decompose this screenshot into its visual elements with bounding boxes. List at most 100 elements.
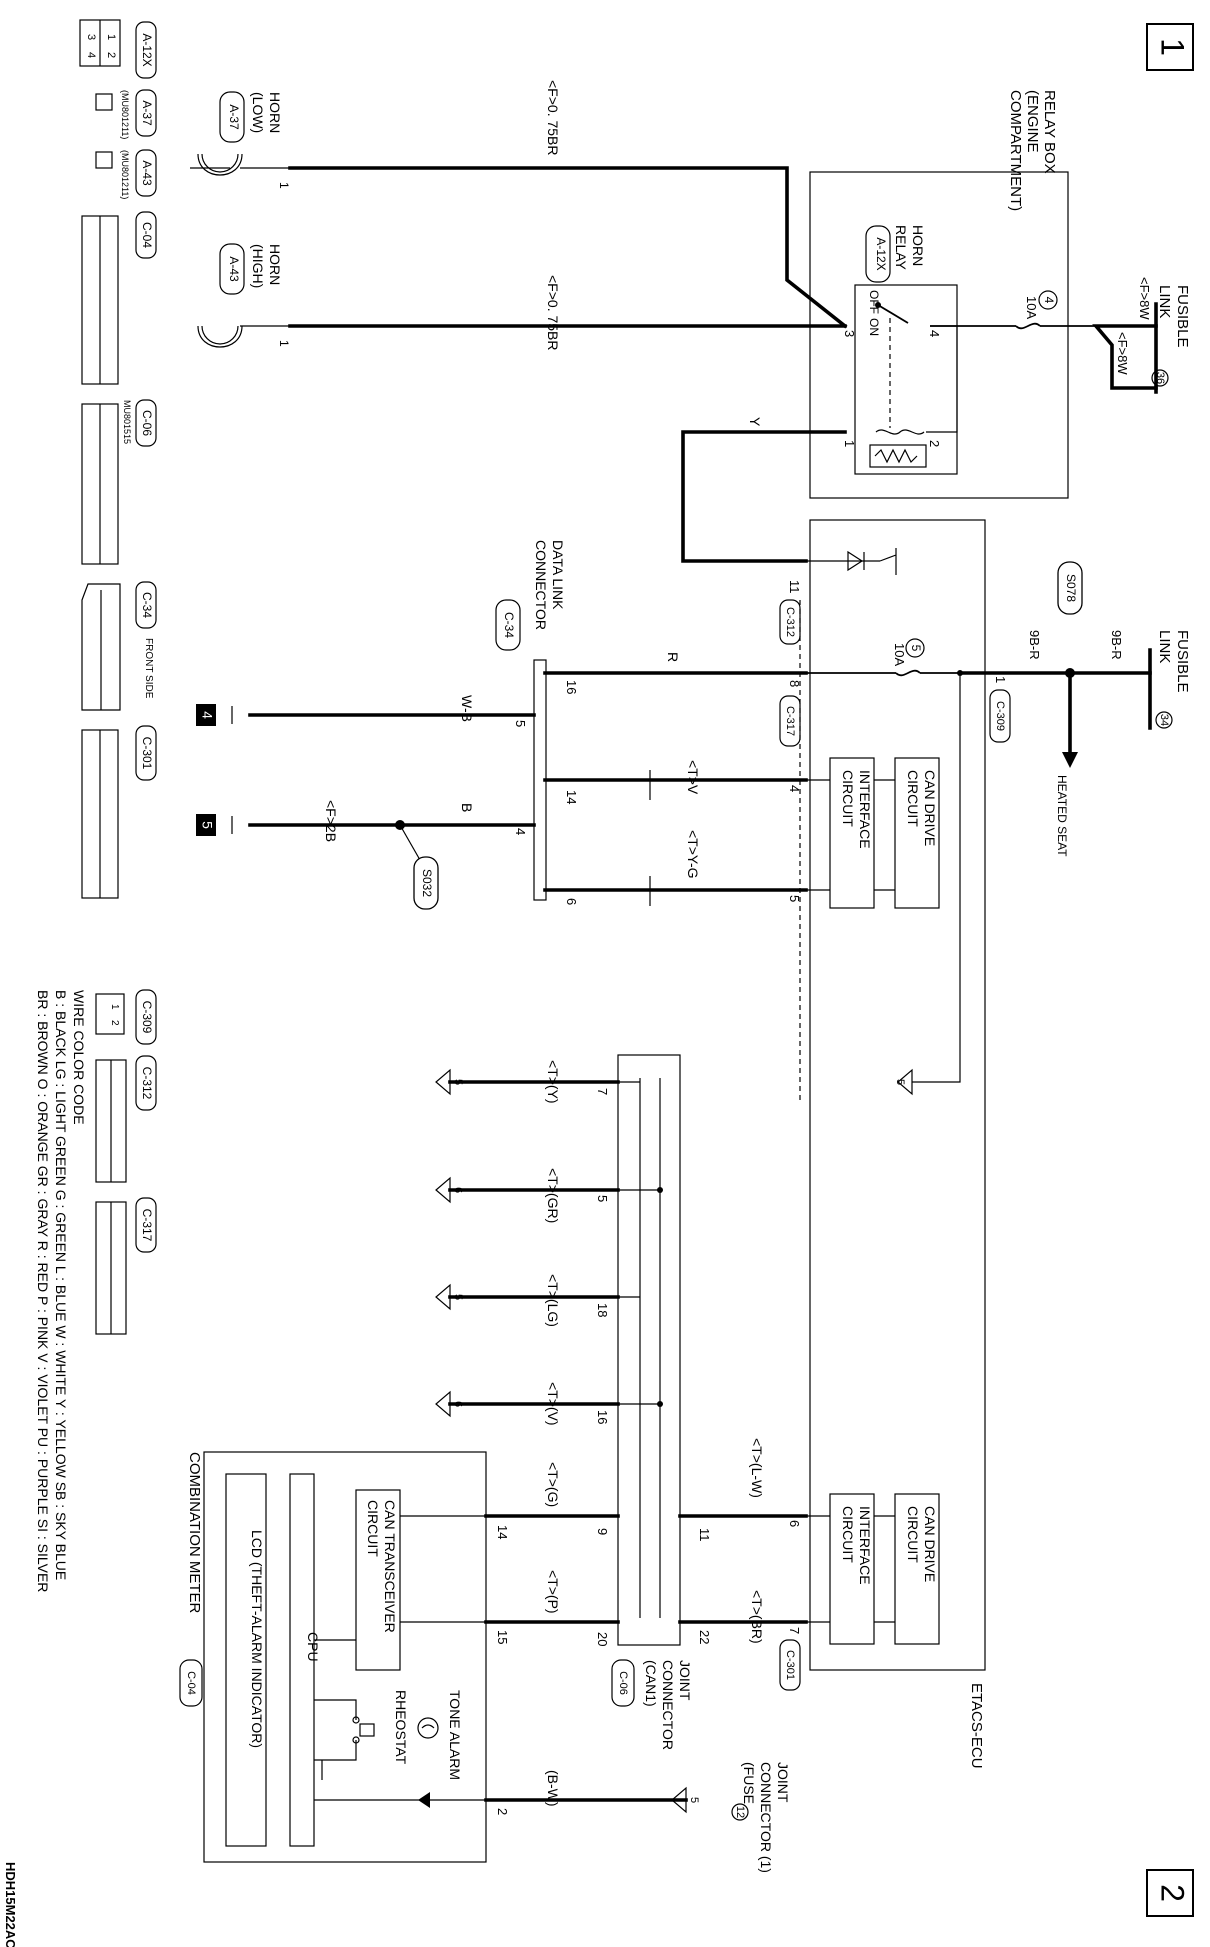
fuse-5: 5 10A 1 C-309 5	[806, 638, 1011, 1096]
svg-text:S078: S078	[1064, 574, 1078, 602]
svg-text:CPU: CPU	[305, 1632, 321, 1662]
svg-text:C-04: C-04	[140, 222, 154, 248]
wire-tg-label: <T>(G)	[545, 1462, 561, 1507]
data-link-connector: DATA LINK CONNECTOR C-34 16 5 14 4 6	[495, 540, 579, 905]
svg-text:1: 1	[277, 182, 291, 189]
heated-seat-arrow	[1062, 752, 1078, 768]
svg-text:<T>(LG): <T>(LG)	[545, 1274, 561, 1327]
svg-text:HORN: HORN	[267, 244, 283, 285]
svg-text:4: 4	[199, 711, 215, 719]
cpu: CPU	[289, 1473, 356, 1847]
svg-text:DATA LINK: DATA LINK	[550, 540, 566, 610]
svg-text:2: 2	[105, 52, 117, 58]
svg-text:A-43: A-43	[140, 160, 154, 186]
svg-text:18: 18	[595, 1303, 610, 1317]
svg-text:3: 3	[85, 34, 97, 40]
wire-horn-low	[288, 166, 848, 329]
fusible-link-36: FUSIBLE LINK 36 <F>8W <F>8W	[1115, 277, 1191, 394]
svg-text:JOINT: JOINT	[677, 1660, 693, 1701]
svg-text:FUSIBLE: FUSIBLE	[1174, 630, 1191, 693]
connector-a12x: A-12X 1 2 3 4	[79, 19, 157, 79]
svg-text:4: 4	[787, 785, 802, 792]
svg-text:1: 1	[109, 1004, 120, 1010]
svg-text:C-34: C-34	[140, 592, 154, 618]
svg-text:C-04: C-04	[185, 1671, 197, 1695]
svg-text:5: 5	[595, 1195, 610, 1202]
svg-text:BR : BROWN O : ORANGE GR :: BR : BROWN O : ORANGE GR : GRAY R : RED …	[35, 990, 51, 1592]
svg-text:5: 5	[452, 1294, 464, 1300]
connector-c309: C-309 1 2	[95, 989, 157, 1045]
svg-text:FRONT SIDE: FRONT SIDE	[143, 638, 154, 699]
svg-text:C-317: C-317	[140, 1209, 154, 1242]
svg-text:<F>8W: <F>8W	[1137, 277, 1152, 320]
svg-text:5: 5	[894, 1079, 906, 1085]
wire-8w	[1092, 324, 1158, 390]
svg-text:RELAY: RELAY	[893, 225, 909, 271]
svg-text:CIRCUIT: CIRCUIT	[840, 770, 856, 827]
svg-text:2: 2	[1155, 1884, 1191, 1902]
svg-text:C-312: C-312	[140, 1067, 154, 1100]
svg-text:1: 1	[842, 440, 857, 447]
svg-text:1: 1	[993, 676, 1008, 683]
svg-text:C-34: C-34	[502, 612, 516, 638]
svg-text:6: 6	[452, 1187, 464, 1193]
svg-text:<T>(GR): <T>(GR)	[545, 1168, 561, 1223]
horn-high: HORN (HIGH) A-43 1 <F>0. 75BR	[197, 243, 561, 351]
wire-y	[681, 430, 847, 563]
ground-ref-4: 4	[196, 704, 233, 726]
svg-text:ON: ON	[867, 318, 881, 336]
svg-text:C-309: C-309	[140, 1001, 154, 1034]
svg-text:C-309: C-309	[994, 701, 1006, 731]
svg-text:5: 5	[688, 1797, 700, 1803]
connector-c312: C-312	[95, 1055, 157, 1183]
svg-text:1: 1	[105, 34, 117, 40]
svg-text:16: 16	[595, 1410, 610, 1424]
wire-tyg-label: <T>Y-G	[685, 830, 701, 879]
relay-box-label: RELAY BOX (ENGINE COMPARTMENT)	[1007, 90, 1058, 211]
svg-text:WIRE COLOR CODE: WIRE COLOR CODE	[71, 990, 87, 1125]
svg-text:S032: S032	[420, 869, 434, 897]
wire-tbr-label: <T>(BR)	[749, 1590, 765, 1644]
svg-text:COMPARTMENT): COMPARTMENT)	[1007, 90, 1024, 211]
svg-text:(ENGINE: (ENGINE	[1024, 90, 1041, 153]
connector-c06: C-06 MU801515	[81, 399, 157, 565]
svg-text:4: 4	[513, 828, 528, 835]
connector-a43: A-43 (MU801211)	[95, 149, 157, 199]
connector-c317: C-317	[95, 1197, 157, 1335]
svg-text:HEATED SEAT: HEATED SEAT	[1055, 775, 1069, 857]
svg-text:OFF: OFF	[867, 290, 881, 314]
svg-text:A-12X: A-12X	[140, 33, 154, 66]
svg-text:6: 6	[787, 1520, 802, 1527]
svg-text:(MU801211): (MU801211)	[120, 90, 130, 139]
svg-text:INTERFACE: INTERFACE	[857, 1506, 873, 1585]
svg-text:5: 5	[787, 895, 802, 902]
svg-text:JOINT: JOINT	[775, 1762, 791, 1803]
svg-text:5: 5	[199, 821, 215, 829]
combination-meter-box	[203, 1451, 487, 1863]
etacs-can-drive-top: CAN DRIVE CIRCUIT INTERFACE CIRCUIT 4 5	[787, 757, 940, 909]
svg-text:10A: 10A	[1024, 296, 1039, 319]
can-transceiver: CAN TRANSCEIVER CIRCUIT 14 15	[355, 1489, 510, 1671]
page-number-bottom: 2	[1146, 1869, 1194, 1917]
combination-meter-label: COMBINATION METER C-04	[179, 1452, 203, 1707]
wire-wb-label: W-B	[459, 695, 475, 722]
connector-a37: A-37 (MU801211)	[95, 89, 157, 139]
joint-connector-label: JOINT CONNECTOR (CAN1) C-06	[611, 1659, 693, 1750]
lcd-theft-alarm: LCD (THEFT-ALARM INDICATOR)	[225, 1473, 267, 1847]
page-number-top: 1	[1146, 23, 1194, 71]
svg-text:C-312: C-312	[784, 607, 796, 637]
wire-tv-label: <T>V	[685, 760, 701, 795]
svg-text:<T>(Y): <T>(Y)	[545, 1060, 561, 1104]
svg-text:11: 11	[787, 580, 802, 594]
bw-diode	[418, 1792, 430, 1808]
wire-tlw-label: <T>(L-W)	[749, 1438, 765, 1498]
svg-text:CIRCUIT: CIRCUIT	[905, 770, 921, 827]
svg-text:CIRCUIT: CIRCUIT	[840, 1506, 856, 1563]
svg-text:TONE ALARM: TONE ALARM	[447, 1690, 463, 1780]
ground-ref-5: 5	[196, 814, 233, 836]
wire-f2b-label: <F>2B	[323, 800, 339, 842]
svg-text:C-301: C-301	[784, 1650, 796, 1680]
connector-c04: C-04	[81, 211, 157, 385]
svg-text:(FUSE: (FUSE	[741, 1762, 757, 1804]
